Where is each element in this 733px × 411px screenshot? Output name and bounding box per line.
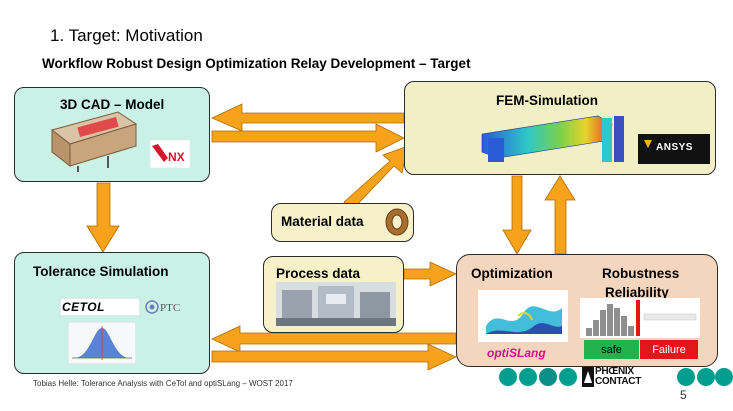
slide-footer: Tobias Helle: Tolerance Analysis with Ce…: [33, 379, 293, 388]
tolerance-simulation-label: Tolerance Simulation: [33, 264, 169, 279]
optimization-label: Optimization: [471, 266, 553, 281]
page-number: 5: [680, 388, 687, 402]
cad-relay-image: [50, 111, 138, 172]
phoenix-contact-logo: PHŒNIX CONTACT: [595, 367, 641, 387]
arrow-process-to-opt: [403, 261, 457, 287]
cetol-logo-bg: [60, 298, 140, 316]
arrow-cad-to-fem: [211, 123, 405, 153]
arrow-material-to-fem: [343, 145, 409, 211]
fem-simulation-label: FEM-Simulation: [496, 93, 598, 108]
process-data-label: Process data: [276, 266, 361, 281]
fem-mesh-image: [481, 115, 624, 162]
optimization-surface-image: [478, 290, 568, 342]
reliability-label: Reliability: [605, 285, 669, 300]
ptc-logo-icon: [145, 300, 159, 314]
robustness-histogram-image: [580, 298, 700, 338]
process-machine-image: [276, 282, 396, 326]
arrow-tolerance-to-opt: [211, 343, 457, 371]
nx-logo-text: NX: [168, 150, 185, 164]
ptc-logo-text: PTC: [160, 302, 181, 314]
robustness-label: Robustness: [602, 266, 680, 281]
material-data-label: Material data: [281, 214, 364, 229]
arrow-fem-to-opt: [502, 175, 532, 255]
failure-badge: Failure: [640, 340, 698, 359]
safe-badge: safe: [584, 340, 639, 359]
arrow-fem-to-cad: [211, 103, 405, 132]
arrow-cad-to-tolerance: [86, 182, 120, 253]
tolerance-distribution-image: [68, 322, 136, 364]
cetol-logo-text: CETOL: [62, 300, 105, 314]
optislang-logo-text: optiSLang: [487, 346, 546, 360]
ansys-logo-text: ANSYS: [656, 142, 693, 153]
brand-dots-icon: [499, 368, 733, 386]
copper-coil-icon: [385, 208, 409, 236]
nx-logo-icon: [150, 140, 190, 168]
phoenix-logo-line1: PHŒNIX: [595, 366, 634, 377]
arrow-opt-to-fem: [544, 175, 576, 255]
slide-subtitle: Workflow Robust Design Optimization Rela…: [42, 56, 471, 71]
phoenix-logo-line2: CONTACT: [595, 376, 642, 387]
slide-title: 1. Target: Motivation: [50, 26, 203, 45]
cad-model-label: 3D CAD – Model: [60, 97, 165, 112]
ansys-logo-bg: [638, 134, 710, 164]
arrow-opt-to-tolerance: [211, 325, 457, 353]
phoenix-logo-icon: [582, 367, 594, 387]
